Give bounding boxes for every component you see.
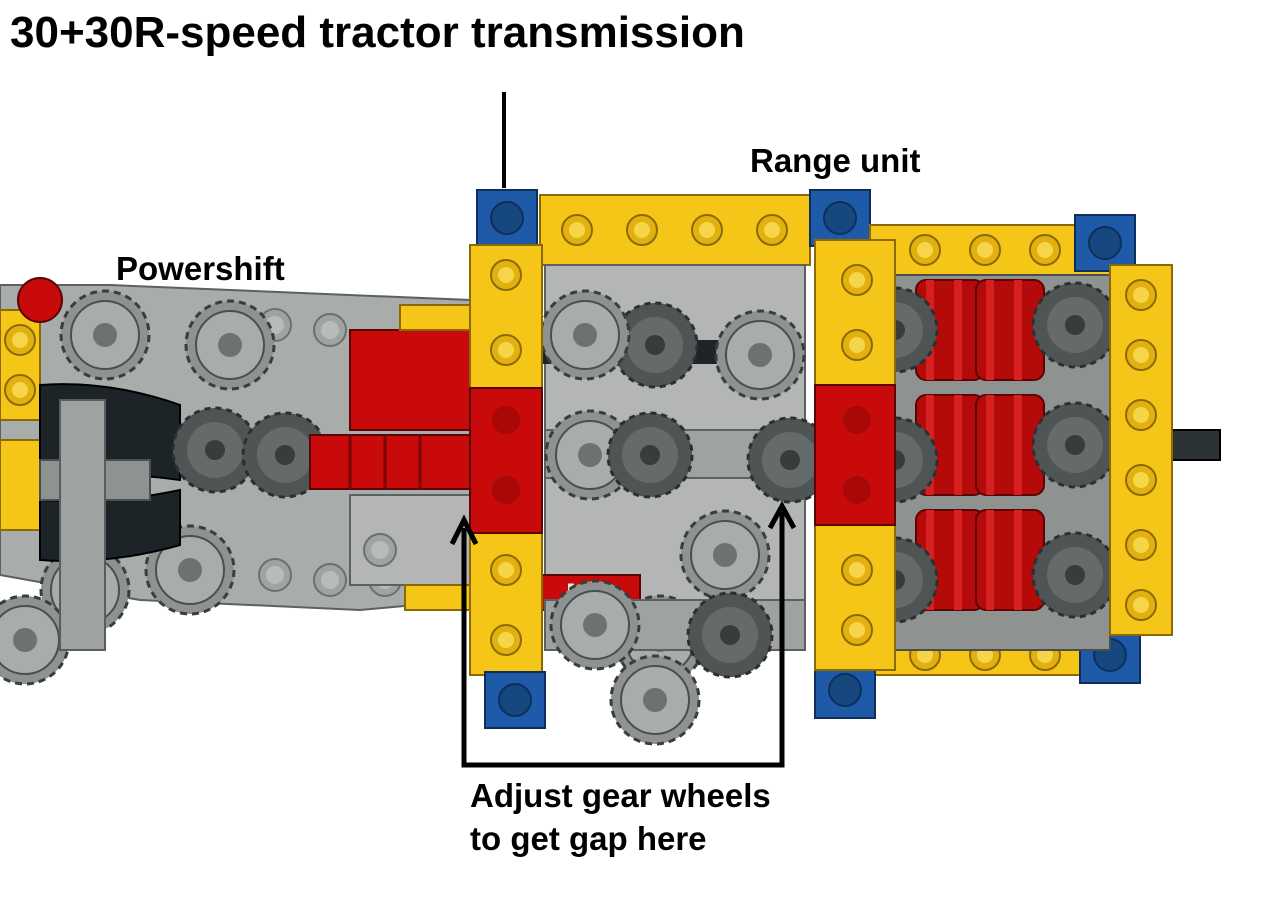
main-gearbox: M xyxy=(469,189,871,746)
adjust-note-line-1: Adjust gear wheels xyxy=(470,777,771,814)
range-unit-section xyxy=(814,214,1221,719)
gap-bracket-arrow xyxy=(449,500,797,768)
powershift-section xyxy=(0,277,471,686)
range-unit-label: Range unit xyxy=(750,142,921,179)
powershift-label: Powershift xyxy=(116,250,285,287)
page-title: 30+30R-speed tractor transmission xyxy=(10,8,745,57)
adjust-note-line-2: to get gap here xyxy=(470,820,707,857)
adjust-gear-note: Adjust gear wheels to get gap here xyxy=(470,774,771,860)
